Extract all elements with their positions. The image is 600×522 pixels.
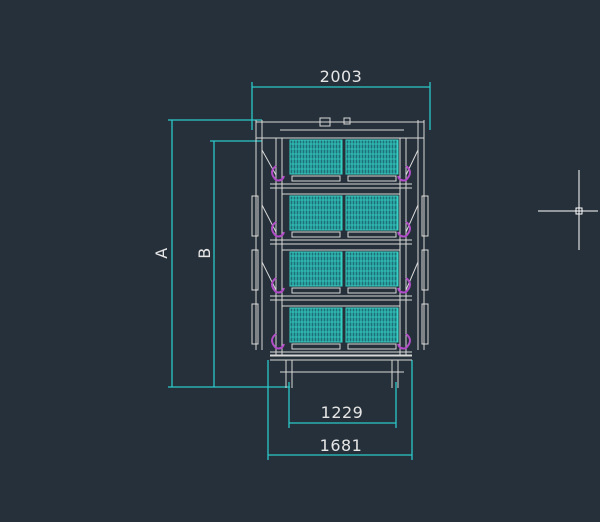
dimension-lines	[168, 82, 431, 460]
egg-hook-icon	[397, 165, 411, 182]
crosshair-cursor-icon	[538, 170, 598, 250]
dim-height-b-label: B	[195, 247, 214, 258]
egg-hook-icon	[397, 277, 411, 294]
dim-height-a-label: A	[152, 247, 171, 258]
cage-tier	[270, 249, 412, 301]
cage-cell-mesh	[289, 251, 343, 294]
egg-hook-icon	[271, 165, 285, 182]
egg-hook-icon	[271, 333, 285, 350]
dim-base-width-label: 1681	[320, 436, 363, 455]
egg-hook-icon	[397, 221, 411, 238]
dim-inner-width-label: 1229	[321, 403, 364, 422]
cage-cell-mesh	[289, 307, 343, 350]
egg-hook-icon	[397, 333, 411, 350]
cage-tiers	[270, 137, 412, 357]
cage-cell-mesh	[345, 251, 399, 294]
egg-hook-icon	[271, 221, 285, 238]
cage-cell-mesh	[345, 307, 399, 350]
cage-cell-mesh	[289, 139, 343, 182]
cage-tier	[270, 305, 412, 357]
cage-tier	[270, 193, 412, 245]
cage-cell-mesh	[345, 139, 399, 182]
egg-hook-icon	[271, 277, 285, 294]
cage-frame	[251, 117, 429, 388]
cage-cell-mesh	[289, 195, 343, 238]
cage-cell-mesh	[345, 195, 399, 238]
cage-tier	[270, 137, 412, 189]
dim-top-width-label: 2003	[320, 67, 363, 86]
